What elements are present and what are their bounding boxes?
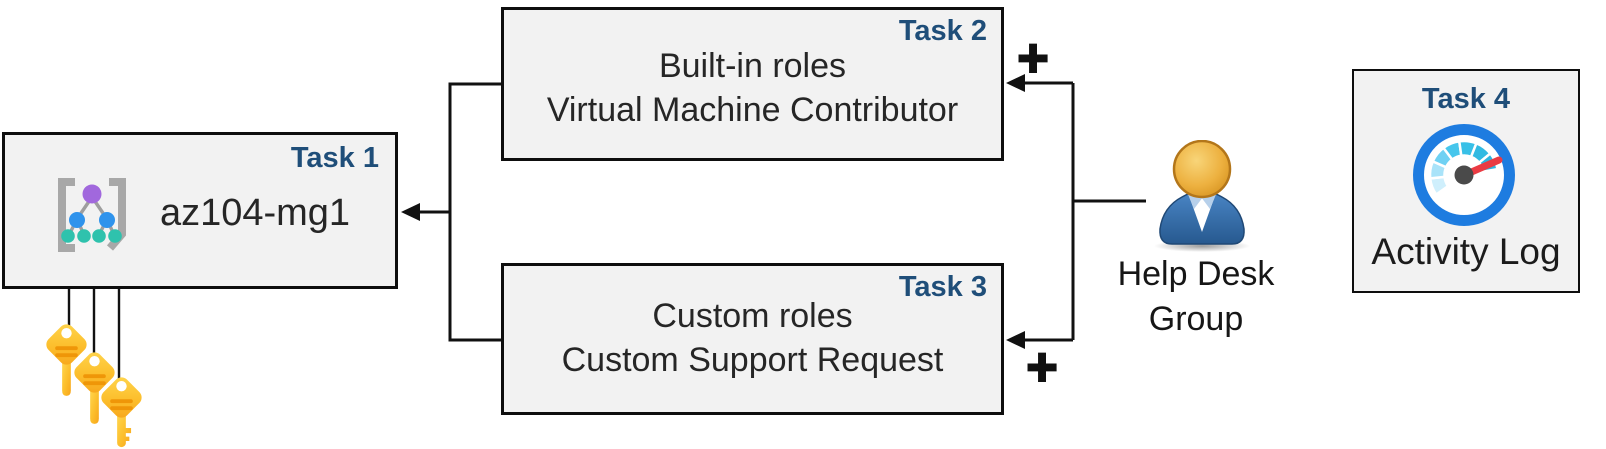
actor-caption-line2: Group [1148,300,1244,338]
task1-box: Task 1 az104-mg1 [2,132,398,289]
plus-icon: + [1025,337,1059,397]
person-head [1172,140,1232,199]
task2-line2: Virtual Machine Contributor [546,91,959,129]
key-icon [74,352,115,424]
plus-icon: + [1016,28,1050,88]
arrow-to-task1-head [401,203,420,221]
task4-box: Task 4 Activity Log [1352,69,1580,293]
person-icon [1154,140,1250,252]
left-bracket-connector [448,82,501,342]
task3-line2: Custom Support Request [561,341,944,379]
keys-icon [46,324,142,448]
key-icon [101,377,142,448]
task4-label: Task 4 [1421,83,1511,115]
task1-label: Task 1 [290,142,379,174]
arrow-to-task3-head [1006,331,1025,349]
task3-box: Task 3 Custom roles Custom Support Reque… [501,263,1004,415]
task3-line1: Custom roles [652,297,853,335]
key-icon [46,324,87,396]
task3-label: Task 3 [898,271,987,303]
arrow-to-task2-head [1006,74,1025,92]
task2-line1: Built-in roles [658,47,847,85]
management-group-name: az104-mg1 [159,192,351,234]
task2-label: Task 2 [898,15,987,47]
gauge-hub [1454,165,1474,185]
gauge-icon [1413,124,1515,226]
task2-box: Task 2 Built-in roles Virtual Machine Co… [501,7,1004,161]
actor-caption-line1: Help Desk [1117,255,1275,293]
right-bracket-connector [1071,83,1146,340]
management-group-icon [58,178,126,252]
task4-caption: Activity Log [1371,231,1561,272]
